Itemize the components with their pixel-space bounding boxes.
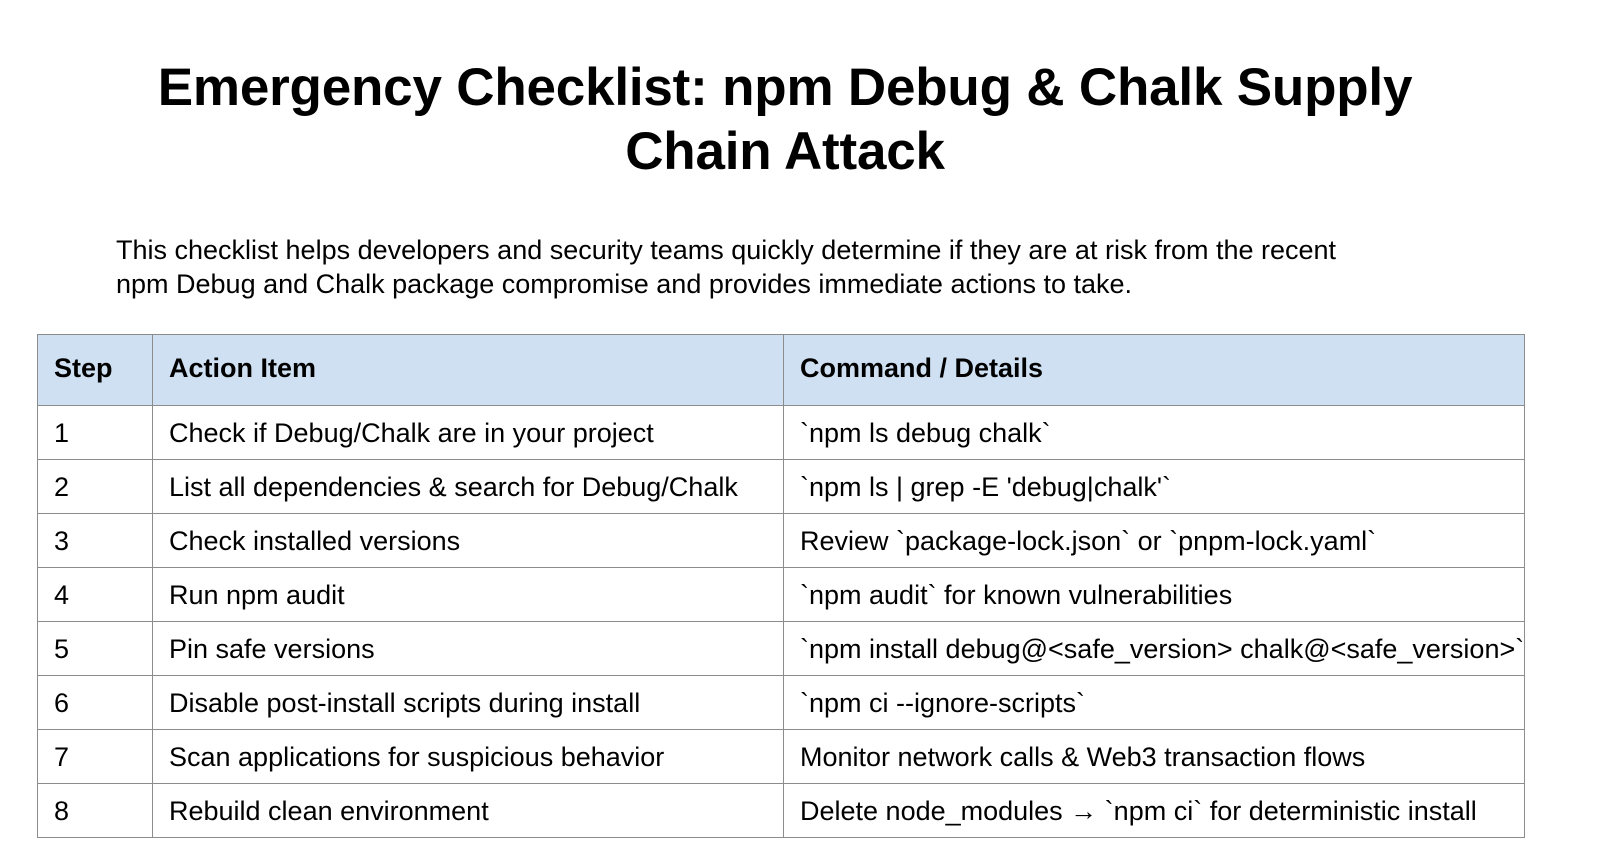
action-cell: Run npm audit xyxy=(152,567,784,622)
details-cell: Monitor network calls & Web3 transaction… xyxy=(782,729,1526,784)
step-cell: 5 xyxy=(37,621,153,676)
table-row: 2 List all dependencies & search for Deb… xyxy=(37,459,1526,514)
table-row: 1 Check if Debug/Chalk are in your proje… xyxy=(37,405,1526,460)
table-row: 7 Scan applications for suspicious behav… xyxy=(37,729,1526,784)
step-cell: 1 xyxy=(37,405,153,460)
header-command-details: Command / Details xyxy=(782,334,1526,406)
table-row: 3 Check installed versions Review `packa… xyxy=(37,513,1526,568)
details-cell: `npm install debug@<safe_version> chalk@… xyxy=(782,621,1526,676)
action-cell: Pin safe versions xyxy=(152,621,784,676)
header-step: Step xyxy=(37,334,153,406)
table-row: 8 Rebuild clean environment Delete node_… xyxy=(37,783,1526,838)
step-cell: 3 xyxy=(37,513,153,568)
action-cell: Scan applications for suspicious behavio… xyxy=(152,729,784,784)
action-cell: Disable post-install scripts during inst… xyxy=(152,675,784,730)
page-title-line-1: Emergency Checklist: npm Debug & Chalk S… xyxy=(157,58,1413,117)
step-cell: 6 xyxy=(37,675,153,730)
details-cell: Review `package-lock.json` or `pnpm-lock… xyxy=(782,513,1526,568)
action-cell: Rebuild clean environment xyxy=(152,783,784,838)
step-cell: 2 xyxy=(37,459,153,514)
intro-line-2: npm Debug and Chalk package compromise a… xyxy=(116,269,1133,299)
action-cell: Check if Debug/Chalk are in your project xyxy=(152,405,784,460)
table-row: 6 Disable post-install scripts during in… xyxy=(37,675,1526,730)
table-header-row: Step Action Item Command / Details xyxy=(37,334,1526,406)
intro-paragraph: This checklist helps developers and secu… xyxy=(116,233,1456,301)
intro-line-1: This checklist helps developers and secu… xyxy=(116,235,1337,265)
header-action-item: Action Item xyxy=(152,334,784,406)
table-row: 4 Run npm audit `npm audit` for known vu… xyxy=(37,567,1526,622)
action-cell: Check installed versions xyxy=(152,513,784,568)
details-cell: `npm ls | grep -E 'debug|chalk'` xyxy=(782,459,1526,514)
table-row: 5 Pin safe versions `npm install debug@<… xyxy=(37,621,1526,676)
checklist-table: Step Action Item Command / Details 1 Che… xyxy=(37,334,1526,838)
details-cell: `npm ls debug chalk` xyxy=(782,405,1526,460)
action-cell: List all dependencies & search for Debug… xyxy=(152,459,784,514)
details-cell: `npm audit` for known vulnerabilities xyxy=(782,567,1526,622)
details-cell: `npm ci --ignore-scripts` xyxy=(782,675,1526,730)
step-cell: 8 xyxy=(37,783,153,838)
page-title: Emergency Checklist: npm Debug & Chalk S… xyxy=(0,56,1570,184)
step-cell: 4 xyxy=(37,567,153,622)
details-cell: Delete node_modules → `npm ci` for deter… xyxy=(782,783,1526,838)
step-cell: 7 xyxy=(37,729,153,784)
page-title-line-2: Chain Attack xyxy=(625,122,945,181)
